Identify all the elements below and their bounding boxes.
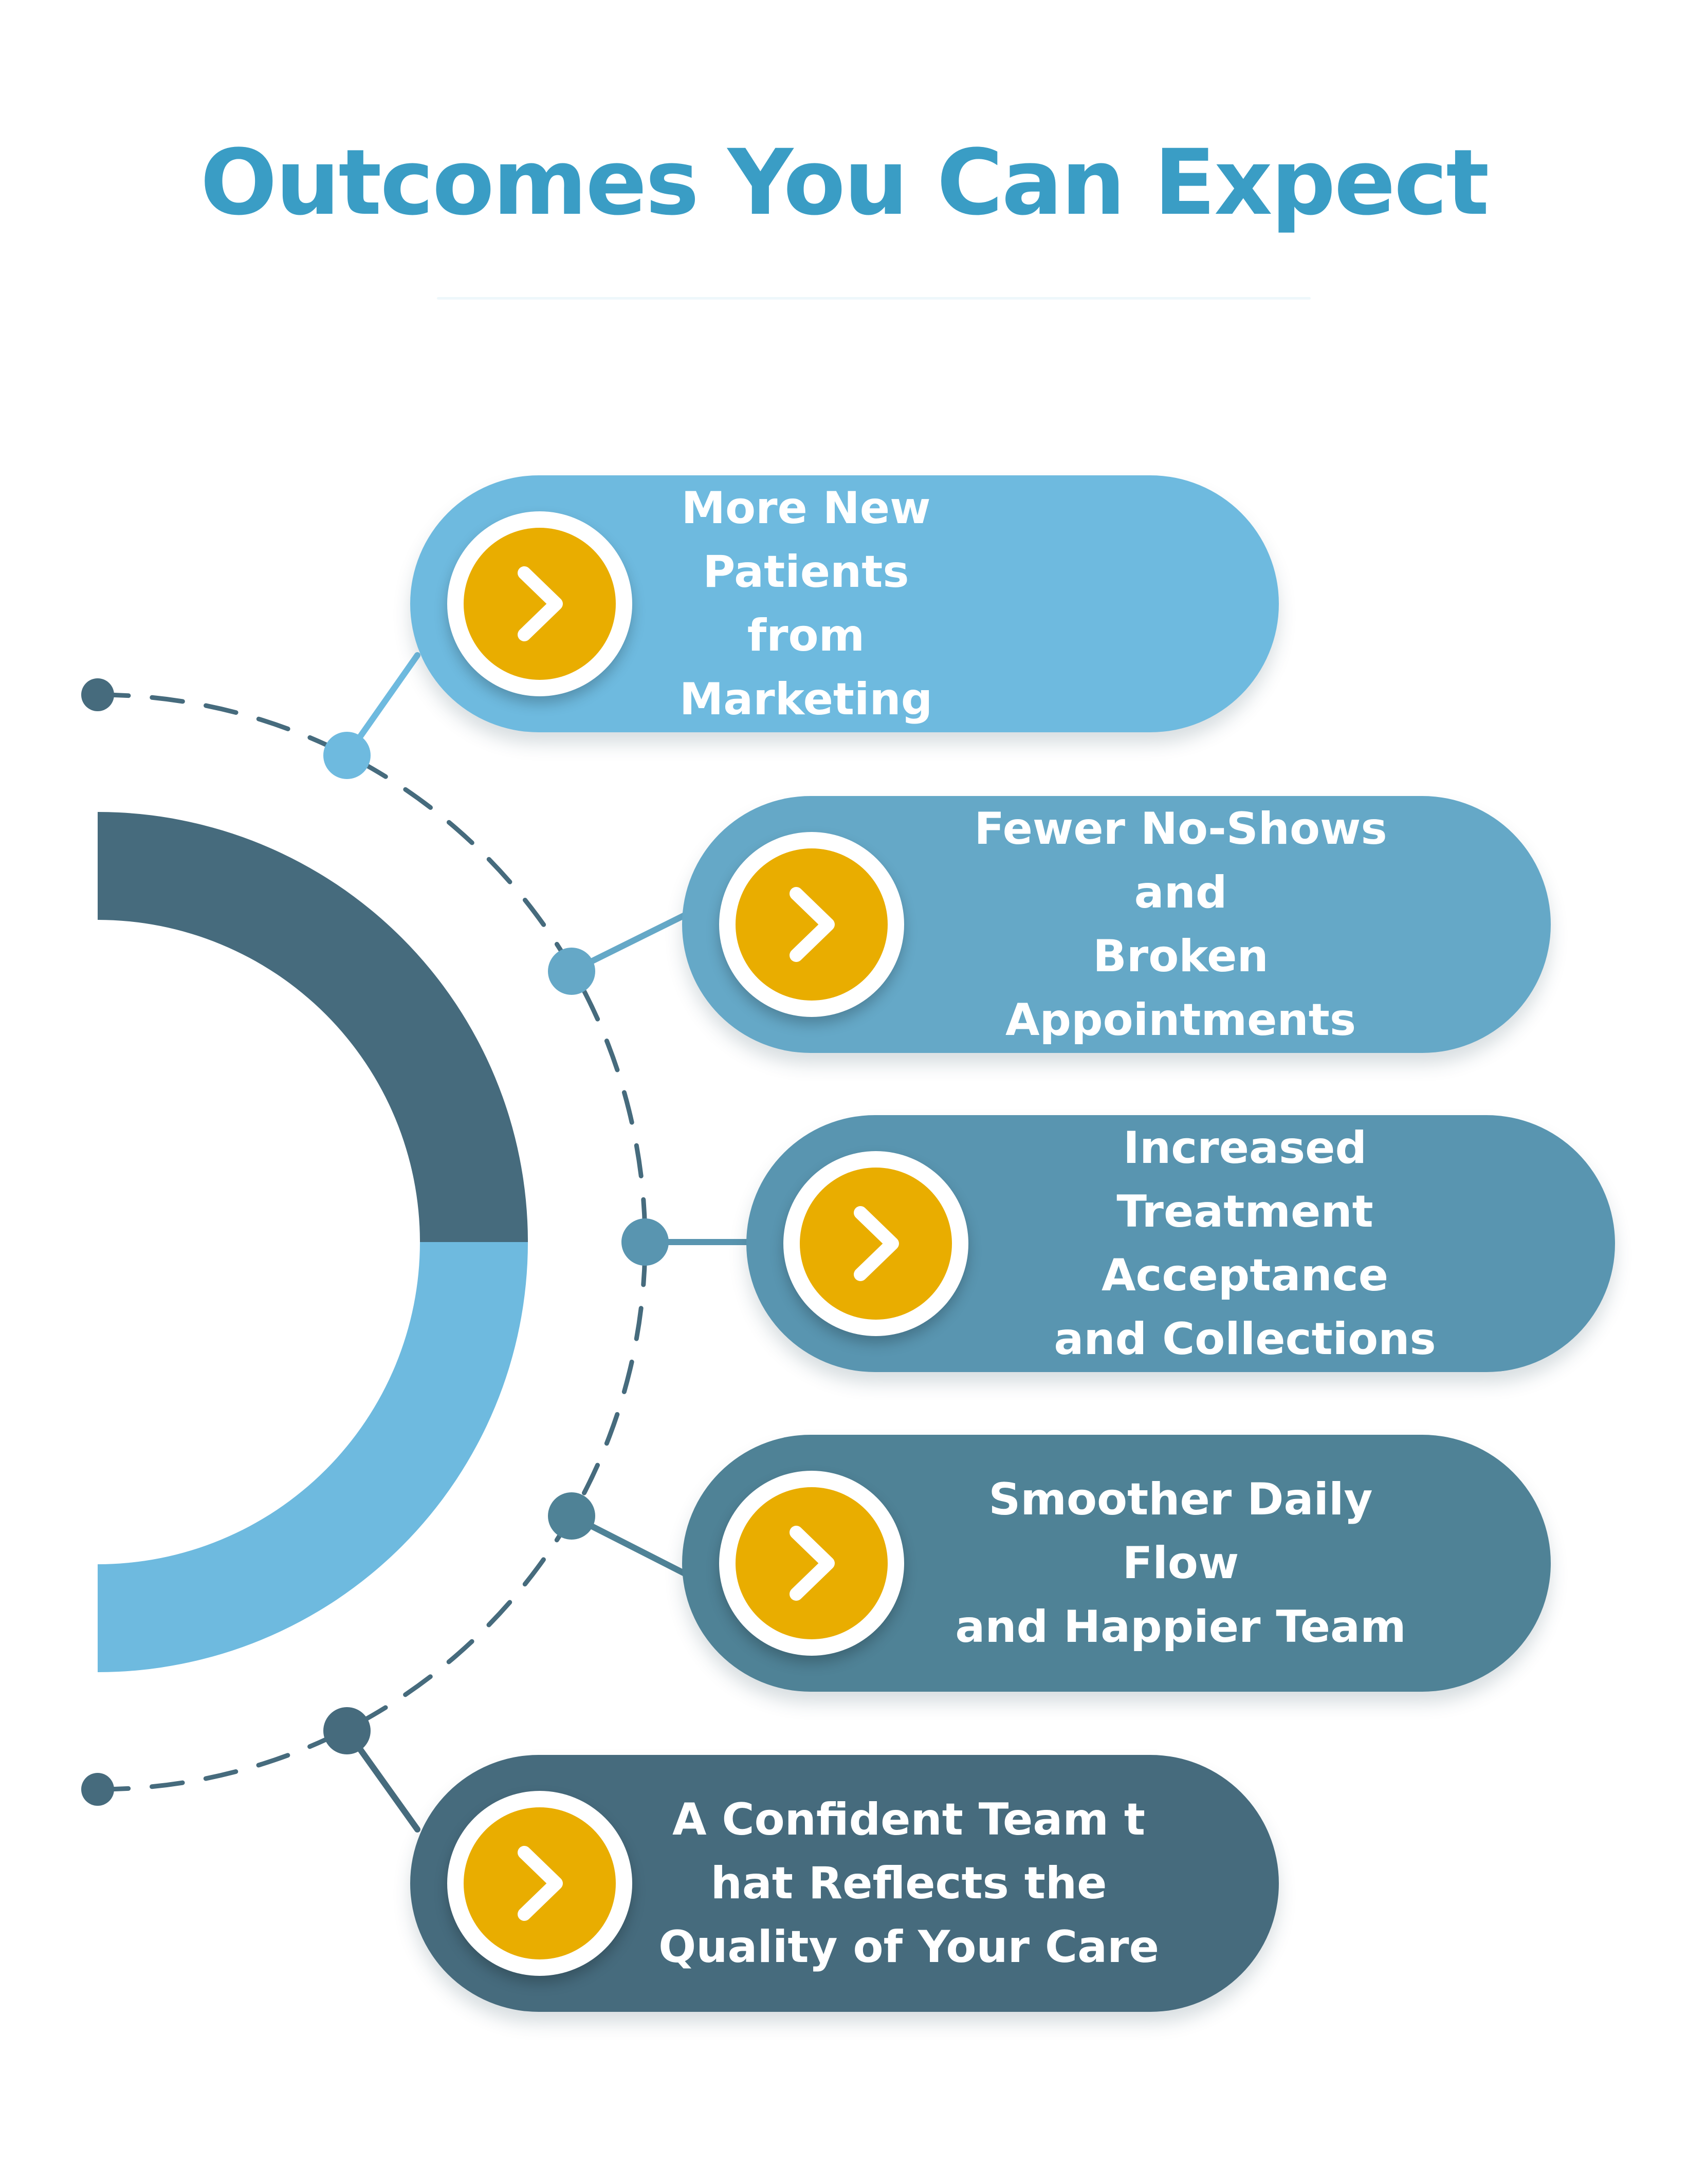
outcome-card-more-new-patients: More New Patients from Marketing [410, 475, 1279, 732]
connector-node-5 [323, 1707, 371, 1754]
badge-circle [736, 1487, 888, 1639]
outcome-card-confident-team: A Confident Team t hat Reflects the Qual… [410, 1755, 1279, 2012]
chevron-right-icon [518, 1846, 563, 1921]
connector-node-2 [548, 948, 595, 995]
connector-node-1 [323, 732, 371, 779]
badge-circle [800, 1168, 952, 1320]
badge-circle [464, 528, 616, 680]
chevron-right-icon [790, 887, 835, 962]
badge [447, 511, 632, 696]
title-divider [437, 297, 1311, 300]
outcome-label: Increased Treatment Acceptance and Colle… [1054, 1122, 1436, 1365]
connector-node-4 [548, 1492, 595, 1540]
outcome-label: Smoother Daily Flow and Happier Team [955, 1474, 1406, 1653]
chevron-right-icon [854, 1206, 899, 1281]
badge [783, 1151, 968, 1336]
chevron-right-icon [518, 566, 563, 641]
page-title: Outcomes You Can Expect [200, 130, 1490, 235]
badge [719, 1471, 904, 1656]
outcome-card-smoother-daily-flow: Smoother Daily Flow and Happier Team [682, 1435, 1551, 1692]
chevron-right-icon [790, 1526, 835, 1601]
outcome-label: Fewer No-Shows and Broken Appointments [974, 803, 1387, 1046]
badge-circle [464, 1807, 616, 1959]
outcome-card-fewer-no-shows: Fewer No-Shows and Broken Appointments [682, 796, 1551, 1053]
half-ring-bottom-segment [98, 1242, 528, 1672]
outcome-card-increased-treatment: Increased Treatment Acceptance and Colle… [746, 1115, 1615, 1372]
badge-circle [736, 848, 888, 1001]
half-ring-top-segment [98, 812, 528, 1242]
badge [447, 1791, 632, 1976]
badge [719, 832, 904, 1017]
outcome-label: More New Patients from Marketing [679, 483, 933, 725]
arc-end-dot-top [81, 678, 114, 711]
outcome-label: A Confident Team t hat Reflects the Qual… [658, 1794, 1159, 1973]
arc-end-dot-bottom [81, 1773, 114, 1806]
connector-node-3 [621, 1218, 669, 1266]
